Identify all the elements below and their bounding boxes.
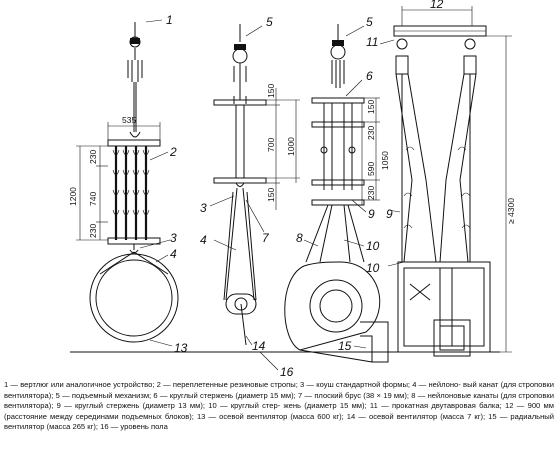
callout-12: 12 xyxy=(430,0,444,11)
caption-line-3: (38 × 19 мм); 8 — нейлоновые канаты (для… xyxy=(4,390,554,411)
dim-150-top: 150 xyxy=(266,84,276,98)
caption-line-2: вый канат (для строповки вентилятора); 5… xyxy=(4,380,554,400)
callout-10a: 10 xyxy=(366,239,380,253)
dim-1000: 1000 xyxy=(286,137,296,156)
callout-1: 1 xyxy=(166,13,173,27)
assembly-axial-fan-600kg xyxy=(76,19,179,347)
callout-15: 15 xyxy=(338,339,352,353)
dim-230-c: 230 xyxy=(366,126,376,140)
dim-230-d: 230 xyxy=(366,186,376,200)
callout-8: 8 xyxy=(296,231,303,245)
dim-590: 590 xyxy=(366,162,376,176)
callout-11: 11 xyxy=(366,35,378,49)
callout-2: 2 xyxy=(169,145,177,159)
callout-4: 4 xyxy=(170,247,177,261)
callout-9b: 9 xyxy=(386,207,393,221)
assembly-axial-fan-7kg xyxy=(209,24,300,346)
assembly-beam-frame xyxy=(379,6,512,357)
caption-line-6: 16 — уровень пола xyxy=(100,422,168,432)
callout-13: 13 xyxy=(174,341,188,355)
caption-line-1: 1 — вертлюг или аналогичное устройство; … xyxy=(4,380,461,389)
callout-5a: 5 xyxy=(266,15,273,29)
callout-10b: 10 xyxy=(366,261,380,275)
caption-line-5: 13 — осевой вентилятор (масса 600 кг); 1… xyxy=(4,411,554,432)
dim-1200: 1200 xyxy=(68,187,78,206)
callout-7: 7 xyxy=(262,231,270,245)
dim-4300: ≥ 4300 xyxy=(506,198,516,224)
dim-150-bottom: 150 xyxy=(266,188,276,202)
callout-16: 16 xyxy=(280,365,294,379)
dim-740: 740 xyxy=(88,192,98,206)
caption-line-4: жень (диаметр 15 мм); 11 — прокатная дву… xyxy=(4,401,554,421)
figure-caption: 1 — вертлюг или аналогичное устройство; … xyxy=(4,380,554,458)
assembly-radial-fan-265kg xyxy=(284,24,389,363)
dim-700: 700 xyxy=(266,138,276,152)
dim-230-bottom: 230 xyxy=(88,224,98,238)
callout-14: 14 xyxy=(252,339,266,353)
callout-5b: 5 xyxy=(366,15,373,29)
dim-535: 535 xyxy=(122,115,136,125)
dim-230-top: 230 xyxy=(88,150,98,164)
callout-3b: 3 xyxy=(200,201,207,215)
callout-3: 3 xyxy=(170,231,177,245)
dim-1050: 1050 xyxy=(380,151,390,170)
dim-150-c: 150 xyxy=(366,100,376,114)
callout-9a: 9 xyxy=(368,207,375,221)
suspension-diagram: 1 2 3 4 5 5 6 3 4 7 8 9 9 10 10 11 12 13… xyxy=(68,0,516,379)
callout-6: 6 xyxy=(366,69,373,83)
callout-4b: 4 xyxy=(200,233,207,247)
